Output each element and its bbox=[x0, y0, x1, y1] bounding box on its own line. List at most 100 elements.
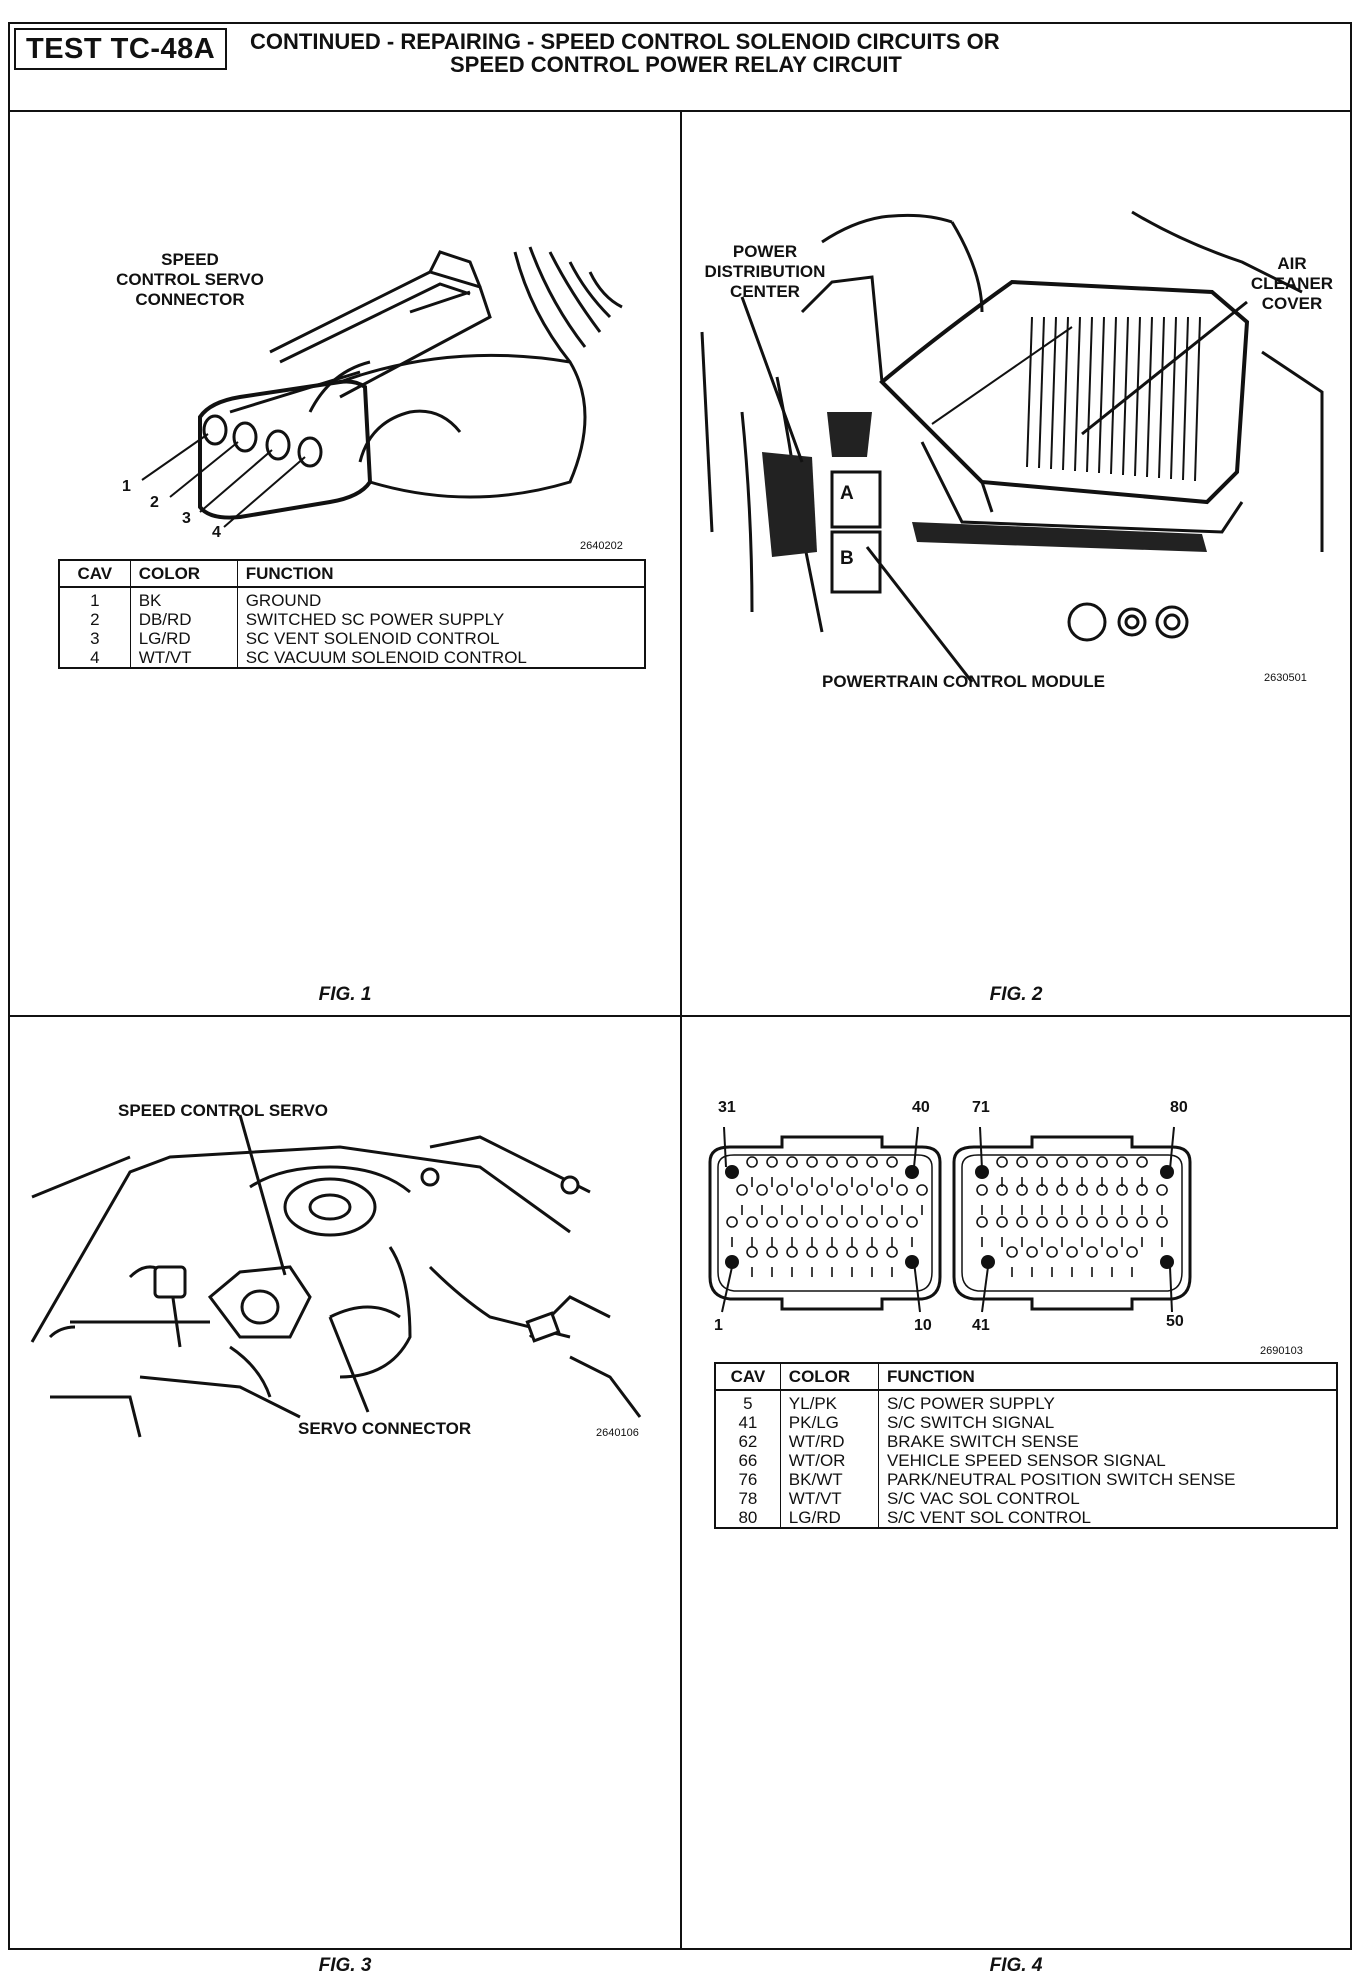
column-header: FUNCTION bbox=[237, 560, 645, 588]
function-cell: SC VACUUM SOLENOID CONTROL bbox=[245, 648, 527, 667]
figure-code: 2630501 bbox=[1264, 672, 1307, 684]
color-cell: DB/RD bbox=[130, 610, 238, 629]
servo-pin-label: 1 bbox=[122, 478, 131, 495]
table-row: 66 WT/OR VEHICLE SPEED SENSOR SIGNAL bbox=[715, 1451, 1337, 1470]
test-id-box: TEST TC-48A bbox=[14, 28, 228, 70]
servo-pin-label: 3 bbox=[182, 510, 191, 527]
figure-3-panel: SPEED CONTROL SERVO bbox=[10, 1017, 682, 1976]
title-line-2: SPEED CONTROL POWER RELAY CIRCUIT bbox=[450, 52, 902, 77]
table-row: 78 WT/VT S/C VAC SOL CONTROL bbox=[715, 1489, 1337, 1508]
column-header: CAV bbox=[59, 560, 131, 588]
color-cell: WT/VT bbox=[780, 1489, 879, 1508]
pcm-pin-label: 50 bbox=[1166, 1313, 1184, 1330]
function-cell: BRAKE SWITCH SENSE bbox=[886, 1432, 1079, 1451]
label-line: COVER bbox=[1261, 294, 1323, 313]
cav-cell: 2 bbox=[59, 610, 131, 629]
cav-cell: 76 bbox=[715, 1470, 781, 1489]
cav-cell: 5 bbox=[715, 1390, 781, 1413]
function-cell: GROUND bbox=[245, 591, 322, 610]
color-cell: PK/LG bbox=[780, 1413, 879, 1432]
connector-a-label: A bbox=[840, 483, 854, 504]
cav-cell: 1 bbox=[59, 587, 131, 610]
engine-bay-drawing bbox=[700, 210, 1324, 683]
table-row: 4 WT/VT SC VACUUM SOLENOID CONTROL bbox=[59, 648, 645, 668]
column-header: COLOR bbox=[780, 1363, 879, 1391]
figure-2-panel: POWER DISTRIBUTION CENTER AIR CLEANER CO… bbox=[682, 112, 1350, 1017]
servo-location-drawing bbox=[30, 1114, 642, 1438]
color-cell: YL/PK bbox=[780, 1390, 879, 1413]
cav-cell: 78 bbox=[715, 1489, 781, 1508]
service-manual-page: TEST TC-48A CONTINUED - REPAIRING - SPEE… bbox=[8, 22, 1352, 1976]
table-row: 1 BK GROUND bbox=[59, 587, 645, 610]
table-header-row: CAV COLOR FUNCTION bbox=[715, 1363, 1337, 1391]
speed-control-servo-label: SPEED CONTROL SERVO bbox=[118, 1101, 329, 1120]
cav-cell: 3 bbox=[59, 629, 131, 648]
function-cell: SWITCHED SC POWER SUPPLY bbox=[245, 610, 505, 629]
air-cleaner-label: AIR CLEANER COVER bbox=[1237, 254, 1347, 314]
figure-caption: FIG. 1 bbox=[318, 984, 372, 1005]
figure-grid: SPEED CONTROL SERVO CONNECTOR bbox=[10, 112, 1350, 1976]
servo-pinout-table: CAV COLOR FUNCTION 1 BK GROUND 2 DB/RD S… bbox=[58, 559, 646, 669]
label-line: AIR bbox=[1277, 254, 1307, 273]
figure-4-panel: 31 40 71 80 bbox=[682, 1017, 1350, 1976]
pcm-pin-label: 31 bbox=[718, 1099, 736, 1116]
table-header-row: CAV COLOR FUNCTION bbox=[59, 560, 645, 588]
cav-cell: 41 bbox=[715, 1413, 781, 1432]
label-line: CONTROL SERVO bbox=[116, 270, 264, 289]
figure-caption: FIG. 4 bbox=[989, 1955, 1043, 1976]
function-cell: S/C VAC SOL CONTROL bbox=[886, 1489, 1080, 1508]
page-title: CONTINUED - REPAIRING - SPEED CONTROL SO… bbox=[250, 30, 1340, 76]
table-row: 41 PK/LG S/C SWITCH SIGNAL bbox=[715, 1413, 1337, 1432]
figure-caption: FIG. 3 bbox=[318, 1955, 372, 1976]
cav-cell: 4 bbox=[59, 648, 131, 668]
color-cell: BK bbox=[130, 587, 238, 610]
column-header: COLOR bbox=[130, 560, 238, 588]
cav-cell: 80 bbox=[715, 1508, 781, 1528]
figure-caption: FIG. 2 bbox=[989, 984, 1043, 1005]
pcm-pin-label: 80 bbox=[1170, 1099, 1188, 1116]
color-cell: WT/RD bbox=[780, 1432, 879, 1451]
table-row: 62 WT/RD BRAKE SWITCH SENSE bbox=[715, 1432, 1337, 1451]
function-cell: VEHICLE SPEED SENSOR SIGNAL bbox=[886, 1451, 1166, 1470]
color-cell: LG/RD bbox=[780, 1508, 879, 1528]
figure-1-panel: SPEED CONTROL SERVO CONNECTOR bbox=[10, 112, 682, 1017]
page-header: TEST TC-48A CONTINUED - REPAIRING - SPEE… bbox=[10, 24, 1350, 112]
figure-code: 2690103 bbox=[1260, 1345, 1303, 1357]
pcm-pin-label: 40 bbox=[912, 1099, 930, 1116]
table-row: 76 BK/WT PARK/NEUTRAL POSITION SWITCH SE… bbox=[715, 1470, 1337, 1489]
figure-code: 2640202 bbox=[580, 540, 623, 552]
servo-pin-label: 4 bbox=[212, 524, 221, 541]
table-row: 5 YL/PK S/C POWER SUPPLY bbox=[715, 1390, 1337, 1413]
cav-cell: 66 bbox=[715, 1451, 781, 1470]
pcm-pin-label: 10 bbox=[914, 1317, 932, 1334]
label-line: DISTRIBUTION bbox=[704, 262, 826, 281]
pcm-pin-label: 71 bbox=[972, 1099, 990, 1116]
color-cell: WT/OR bbox=[780, 1451, 879, 1470]
label-line: POWER bbox=[732, 242, 798, 261]
label-line: CONNECTOR bbox=[135, 290, 245, 309]
pdc-label: POWER DISTRIBUTION CENTER bbox=[690, 242, 840, 302]
pcm-pin-label: 1 bbox=[714, 1317, 723, 1334]
label-line: CLEANER bbox=[1250, 274, 1334, 293]
color-cell: WT/VT bbox=[130, 648, 238, 668]
function-cell: S/C VENT SOL CONTROL bbox=[886, 1508, 1092, 1527]
label-line: CENTER bbox=[730, 282, 800, 301]
connector-b-label: B bbox=[840, 548, 854, 569]
column-header: CAV bbox=[715, 1363, 781, 1391]
function-cell: S/C SWITCH SIGNAL bbox=[886, 1413, 1055, 1432]
pcm-label: POWERTRAIN CONTROL MODULE bbox=[822, 672, 1106, 691]
pcm-pin-label: 41 bbox=[972, 1317, 990, 1334]
function-cell: SC VENT SOLENOID CONTROL bbox=[245, 629, 500, 648]
servo-connector-label: SPEED CONTROL SERVO CONNECTOR bbox=[70, 250, 310, 310]
table-row: 2 DB/RD SWITCHED SC POWER SUPPLY bbox=[59, 610, 645, 629]
servo-connector-label: SERVO CONNECTOR bbox=[298, 1419, 472, 1438]
figure-code: 2640106 bbox=[596, 1427, 639, 1439]
pcm-pinout-table: CAV COLOR FUNCTION 5 YL/PK S/C POWER SUP… bbox=[714, 1362, 1338, 1529]
column-header: FUNCTION bbox=[878, 1363, 1337, 1391]
pcm-connector-drawing bbox=[708, 1126, 1192, 1313]
servo-pin-label: 2 bbox=[150, 494, 159, 511]
table-row: 3 LG/RD SC VENT SOLENOID CONTROL bbox=[59, 629, 645, 648]
title-line-1: CONTINUED - REPAIRING - SPEED CONTROL SO… bbox=[250, 29, 1000, 54]
function-cell: PARK/NEUTRAL POSITION SWITCH SENSE bbox=[886, 1470, 1236, 1489]
function-cell: S/C POWER SUPPLY bbox=[886, 1394, 1055, 1413]
